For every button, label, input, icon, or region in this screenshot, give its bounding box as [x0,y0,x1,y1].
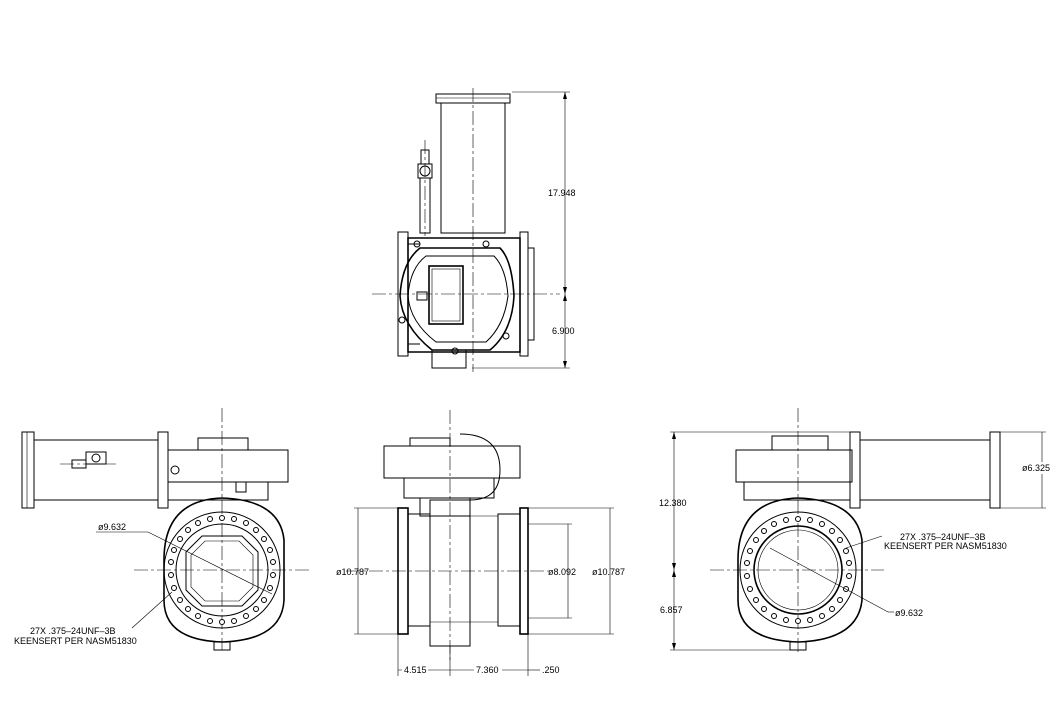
height-upper-dim: 12.380 [659,498,687,508]
right-view: 12.380 6.857 ø6.325 27X .375–24UNF–3B KE… [659,408,1050,652]
bolt-circle-dim-left: ø9.632 [98,522,126,532]
dim-a-label: 4.515 [404,665,427,675]
outer-dia-right-label: ø10.787 [592,567,625,577]
inner-dia-label: ø8.092 [548,567,576,577]
note-line2-left: KEENSERT PER NASM51830 [14,636,137,646]
fitting [417,140,433,236]
bolt-holes-right [744,516,852,624]
height-dim-label: 17.948 [548,188,576,198]
dim-c-label: .250 [542,665,560,675]
inner-bore-left [185,535,259,607]
actuator-end-cap-right [989,431,1001,509]
top-view: 17.948 6.900 [372,88,576,372]
actuator-dia-label: ø6.325 [1022,463,1050,473]
actuator-cylinder-right [859,439,991,501]
actuator-cylinder-left [33,439,159,501]
note-line2-right: KEENSERT PER NASM51830 [884,541,1007,551]
body-outline [407,237,521,353]
note-line1-right: 27X .375–24UNF–3B [900,532,986,542]
height-lower-dim: 6.857 [660,605,683,615]
top-box [197,437,249,451]
bolt-holes-left [168,515,276,625]
left-view: ø9.632 27X .375–24UNF–3B KEENSERT PER NA… [14,408,310,651]
name-plate [428,265,464,325]
dim-b-label: 7.360 [476,665,499,675]
bottom-stem [431,349,467,369]
outer-dia-left-label: ø10.787 [336,567,369,577]
note-line1-left: 27X .375–24UNF–3B [30,626,116,636]
actuator-end-cap [21,431,35,509]
center-dim-label: 6.900 [552,326,575,336]
middle-view: ø10.787 ø8.092 ø10.787 4.515 7.360 .250 [336,410,625,676]
bolt-circle-dim-right: ø9.632 [895,608,923,618]
handwheel-arc [459,433,501,501]
